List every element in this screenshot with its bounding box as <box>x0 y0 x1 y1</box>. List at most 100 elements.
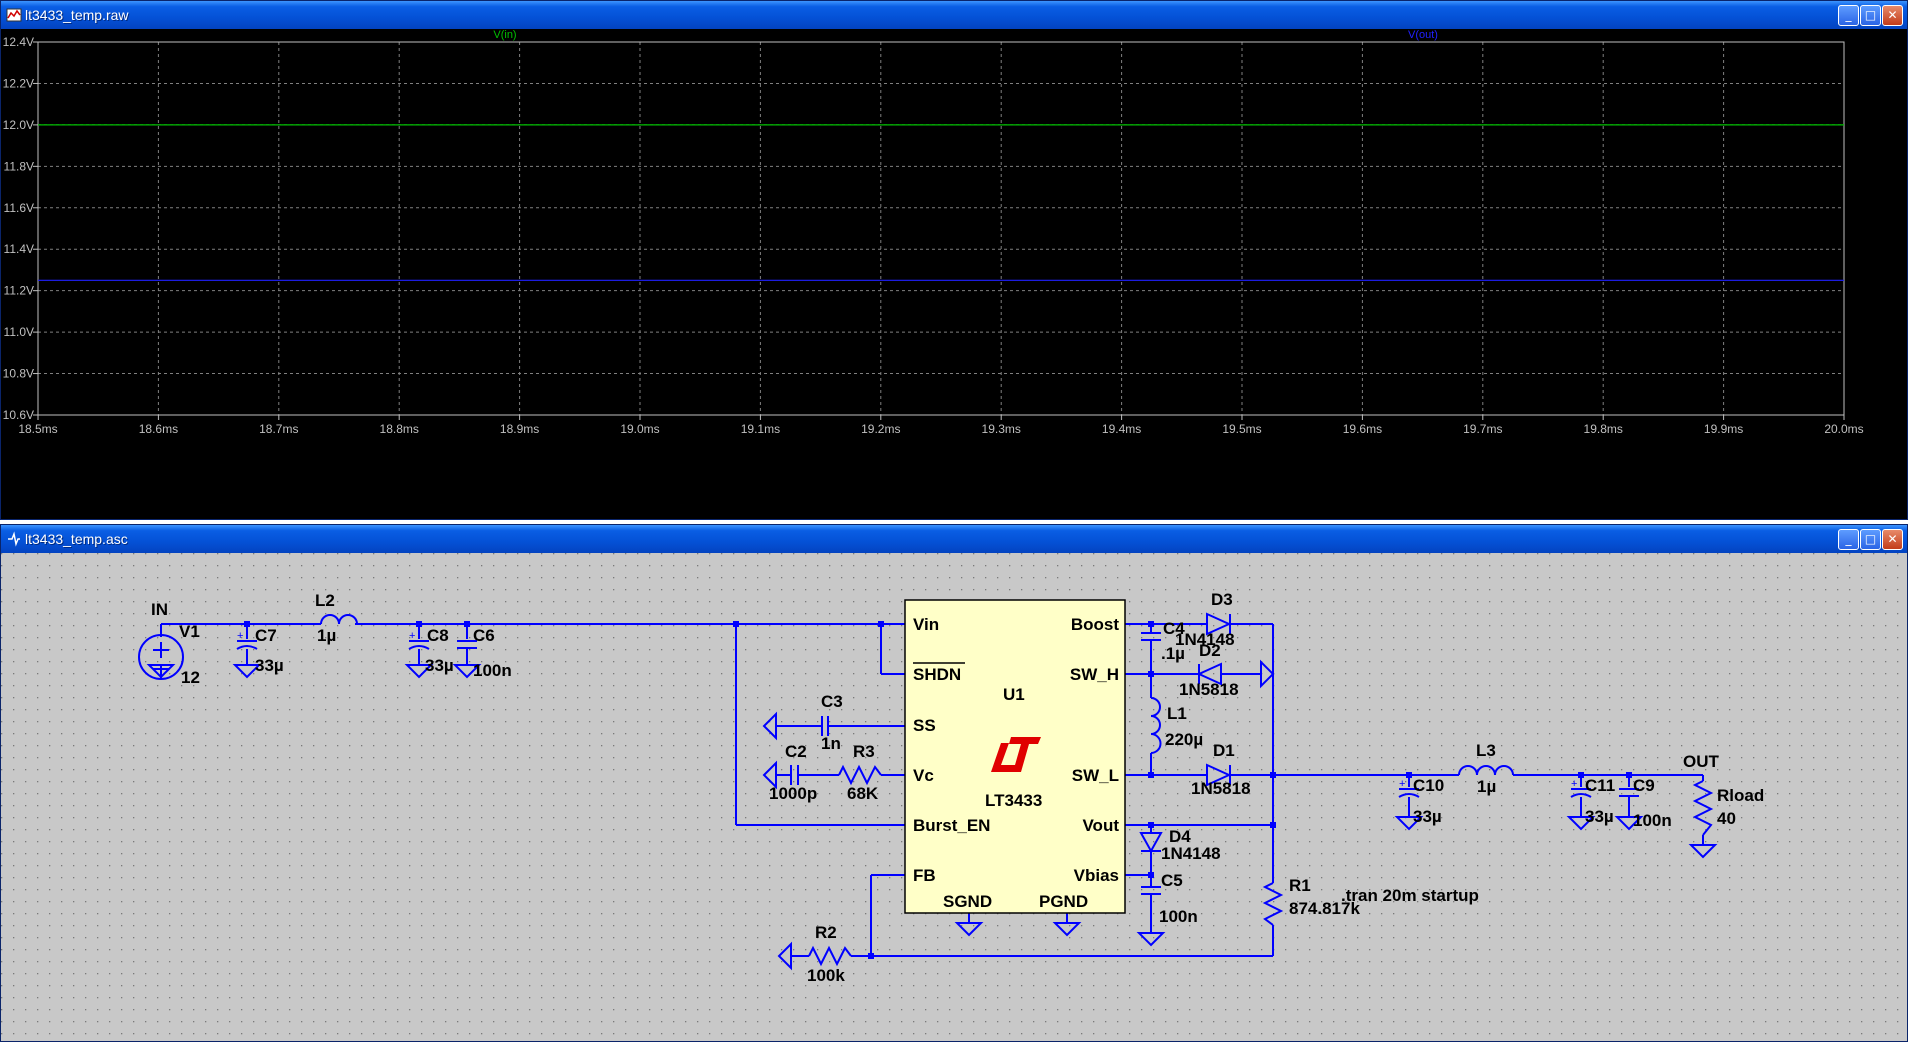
y-tick-label: 11.0V <box>4 325 34 339</box>
y-tick-label: 11.6V <box>4 201 34 215</box>
plot-background <box>1 29 1907 519</box>
pin-pgnd: PGND <box>1039 892 1088 911</box>
l3-name: L3 <box>1476 741 1496 760</box>
y-tick-label: 11.2V <box>4 284 34 298</box>
x-tick-label: 18.7ms <box>259 422 298 436</box>
u1-name: U1 <box>1003 685 1025 704</box>
svg-text:+: + <box>1399 778 1405 790</box>
y-tick-label: 10.8V <box>3 367 34 381</box>
d2-name: D2 <box>1199 641 1221 660</box>
d1-value: 1N5818 <box>1191 779 1251 798</box>
waveform-window: lt3433_temp.raw _ □ ✕ 12.4V 12.2V 12.0V 11.… <box>0 0 1908 520</box>
c8-name: C8 <box>427 626 449 645</box>
x-tick-label: 19.3ms <box>982 422 1021 436</box>
minimize-button[interactable]: _ <box>1838 529 1859 550</box>
x-tick-label: 19.2ms <box>861 422 900 436</box>
r2-name: R2 <box>815 923 837 942</box>
d1-name: D1 <box>1213 741 1235 760</box>
d3-name: D3 <box>1211 590 1233 609</box>
x-tick-label: 18.9ms <box>500 422 539 436</box>
spice-directive: .tran 20m startup <box>1341 886 1479 905</box>
y-tick-label: 12.2V <box>3 76 34 90</box>
close-button[interactable]: ✕ <box>1882 5 1903 26</box>
x-tick-label: 19.5ms <box>1222 422 1261 436</box>
schematic-canvas[interactable]: + + + + Vin SHDN SS Vc Burst_EN FB Boost S… <box>1 553 1907 1041</box>
l2-value: 1µ <box>317 626 336 645</box>
c2-value: 1000p <box>769 784 817 803</box>
pin-sw-h: SW_H <box>1070 665 1119 684</box>
x-tick-label: 19.8ms <box>1584 422 1623 436</box>
net-label-out: OUT <box>1683 752 1720 771</box>
pin-boost: Boost <box>1071 615 1120 634</box>
c7-value: 33µ <box>255 656 284 675</box>
x-tick-label: 19.0ms <box>620 422 659 436</box>
waveform-titlebar[interactable]: lt3433_temp.raw _ □ ✕ <box>1 1 1907 29</box>
inductor-l2[interactable] <box>320 614 358 625</box>
pin-ss: SS <box>913 716 936 735</box>
legend-label[interactable]: V(out) <box>1408 29 1438 41</box>
schematic-titlebar[interactable]: lt3433_temp.asc _ □ ✕ <box>1 525 1907 553</box>
x-tick-label: 18.5ms <box>18 422 57 436</box>
c5-name: C5 <box>1161 871 1183 890</box>
v1-value: 12 <box>181 668 200 687</box>
r3-name: R3 <box>853 742 875 761</box>
close-button[interactable]: ✕ <box>1882 529 1903 550</box>
schematic-app-icon <box>8 531 20 547</box>
c8-value: 33µ <box>425 656 454 675</box>
c6-name: C6 <box>473 626 495 645</box>
c9-name: C9 <box>1633 776 1655 795</box>
pin-sgnd: SGND <box>943 892 992 911</box>
maximize-button[interactable]: □ <box>1860 529 1881 550</box>
ic-u1-body[interactable] <box>904 599 1126 914</box>
rload-value: 40 <box>1717 809 1736 828</box>
waveform-plot[interactable]: 12.4V 12.2V 12.0V 11.8V 11.6V 11.4V 11.2V 11.0V… <box>1 29 1907 519</box>
legend-label[interactable]: V(in) <box>493 29 516 41</box>
y-tick-label: 10.6V <box>3 408 34 422</box>
pin-vc: Vc <box>913 766 934 785</box>
net-label-in: IN <box>151 600 168 619</box>
pin-vin: Vin <box>913 615 939 634</box>
c11-value: 33µ <box>1585 807 1614 826</box>
pin-shdn: SHDN <box>913 665 961 684</box>
waveform-window-title: lt3433_temp.raw <box>25 7 129 23</box>
plot-legend[interactable]: V(in) V(out) <box>493 29 1438 41</box>
y-tick-label: 12.4V <box>3 35 34 49</box>
schematic-window: lt3433_temp.asc _ □ ✕ <box>0 524 1908 1042</box>
x-tick-label: 19.7ms <box>1463 422 1502 436</box>
pin-fb: FB <box>913 866 936 885</box>
y-tick-label: 12.0V <box>3 118 34 132</box>
d2-value: 1N5818 <box>1179 680 1239 699</box>
waveform-app-icon <box>6 8 22 22</box>
pin-sw-l: SW_L <box>1072 766 1119 785</box>
c4-value: .1µ <box>1161 644 1185 663</box>
y-tick-label: 11.8V <box>4 159 34 173</box>
l1-value: 220µ <box>1165 730 1203 749</box>
c4-name: C4 <box>1163 619 1185 638</box>
c11-name: C11 <box>1585 776 1615 795</box>
svg-text:+: + <box>237 630 243 642</box>
linear-tech-logo-icon <box>991 737 1041 772</box>
d4-value: 1N4148 <box>1161 844 1221 863</box>
x-tick-label: 19.4ms <box>1102 422 1141 436</box>
maximize-button[interactable]: □ <box>1860 5 1881 26</box>
x-tick-label: 20.0ms <box>1824 422 1863 436</box>
pin-burst-en: Burst_EN <box>913 816 990 835</box>
minimize-button[interactable]: _ <box>1838 5 1859 26</box>
d4-name: D4 <box>1169 827 1191 846</box>
c3-value: 1n <box>821 734 841 753</box>
svg-text:+: + <box>409 630 415 642</box>
l1-name: L1 <box>1167 704 1187 723</box>
plot-traces <box>38 124 1844 281</box>
c10-value: 33µ <box>1413 807 1442 826</box>
schematic-window-title: lt3433_temp.asc <box>25 531 128 547</box>
svg-text:+: + <box>1571 778 1577 790</box>
y-tick-label: 11.4V <box>4 242 34 256</box>
x-tick-label: 18.6ms <box>139 422 178 436</box>
c6-value: 100n <box>473 661 512 680</box>
c3-name: C3 <box>821 692 843 711</box>
c10-name: C10 <box>1413 776 1444 795</box>
components <box>138 612 1714 967</box>
c7-name: C7 <box>255 626 277 645</box>
polarity-marks: + + + + <box>237 630 1577 790</box>
